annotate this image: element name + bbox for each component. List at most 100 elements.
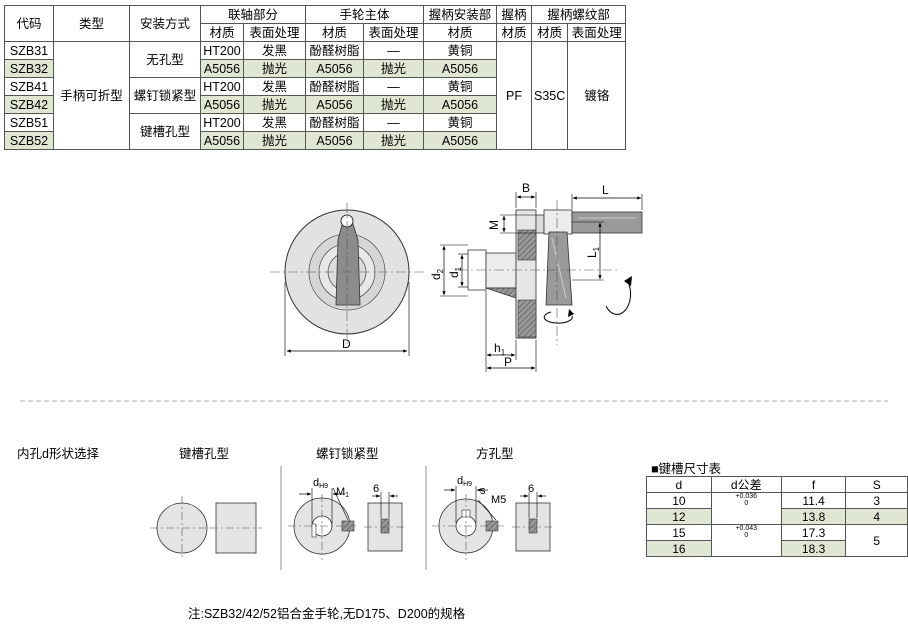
dim-h1: h — [494, 341, 501, 355]
key-hdr-tolerance: d公差 — [710, 476, 782, 493]
cell-code: SZB32 — [4, 59, 54, 78]
cell-body-surface: — — [363, 77, 424, 96]
svg-text:d1: d1 — [447, 266, 463, 278]
dim-six: 6 — [528, 483, 534, 495]
cell-code: SZB31 — [4, 41, 54, 60]
dim-m5: M5 — [491, 494, 506, 506]
key-hdr-s: S — [845, 476, 908, 493]
dim-M: M — [487, 220, 501, 230]
svg-text:d2: d2 — [429, 268, 445, 280]
tol-lower: 0 — [744, 532, 749, 539]
cell-body-surface: — — [363, 41, 424, 60]
cell-code: SZB42 — [4, 95, 54, 114]
table-row: 12 13.8 4 — [646, 508, 908, 525]
hdr-type: 类型 — [53, 5, 130, 42]
key-cell-f: 17.3 — [780, 524, 847, 541]
cell-body-surface: 抛光 — [363, 95, 424, 114]
cell-body-material: A5056 — [305, 131, 364, 150]
bore-setscrew-drawing: dH9 M1 6 — [288, 477, 406, 560]
cell-body-surface: 抛光 — [363, 131, 424, 150]
tol-h9: H9 — [463, 481, 472, 488]
dim-d2-subscript: 2 — [436, 268, 445, 273]
bore-setscrew-label: 螺钉锁紧型 — [316, 447, 379, 461]
cell-coupling-surface: 抛光 — [243, 59, 306, 78]
dim-s: s — [480, 485, 486, 497]
key-cell-f: 11.4 — [780, 492, 847, 509]
handwheel-front-view: D — [270, 203, 424, 356]
bore-title: 内孔d形状选择 — [17, 447, 99, 461]
cell-body-material: A5056 — [305, 95, 364, 114]
cell-body-material: 酚醛树脂 — [305, 41, 364, 60]
svg-text:dH9: dH9 — [313, 477, 328, 490]
svg-text:L1: L1 — [585, 246, 601, 258]
key-cell-d: 12 — [646, 508, 712, 525]
hdr-material: 材质 — [200, 23, 244, 42]
table-row: SZB51 键槽孔型 HT200 发黑 酚醛树脂 — 黄铜 — [4, 113, 626, 150]
dim-D: D — [342, 337, 351, 351]
tol-h9: H9 — [319, 483, 328, 490]
hdr-material: 材质 — [423, 23, 497, 42]
tol-upper: +0.043 — [735, 525, 758, 532]
footnote: 注:SZB32/42/52铝合金手轮,无D175、D200的规格 — [188, 607, 466, 621]
key-cell-f: 18.3 — [780, 540, 847, 557]
dim-d2: d — [429, 273, 443, 280]
dim-d1: d — [447, 271, 461, 278]
key-cell-f: 13.8 — [780, 508, 847, 525]
hdr-handwheel-body: 手轮主体 — [305, 5, 424, 24]
key-hdr-d: d — [646, 476, 712, 493]
table-row: SZB52 A5056 抛光 A5056 抛光 A5056 — [4, 131, 626, 150]
dim-m1-subscript: 1 — [345, 492, 349, 499]
key-hdr-f: f — [780, 476, 847, 493]
key-cell-s: 3 — [845, 492, 908, 509]
hdr-material: 材质 — [305, 23, 364, 42]
cell-thread-surface: 镀铬 — [567, 41, 627, 150]
dim-h1-subscript: 1 — [501, 348, 506, 357]
cell-grip-mount-material: A5056 — [423, 95, 497, 114]
cell-grip-mount-material: A5056 — [423, 131, 497, 150]
key-cell-s: 4 — [845, 508, 908, 525]
svg-text:dH9: dH9 — [457, 475, 472, 488]
dim-d-h9: d — [313, 477, 319, 489]
table-row: SZB31 手柄可折型 无孔型 HT200 发黑 酚醛树脂 — 黄铜 PF S3… — [4, 41, 627, 150]
tol-lower: 0 — [744, 500, 749, 507]
cell-coupling-material: A5056 — [200, 59, 244, 78]
key-table-title: ■键槽尺寸表 — [651, 462, 722, 476]
dim-L: L — [602, 183, 609, 197]
hdr-coupling: 联轴部分 — [200, 5, 306, 24]
cell-code: SZB51 — [4, 113, 54, 132]
handwheel-side-view: B L M L1 d2 d1 h1 P — [429, 181, 643, 372]
dim-m1: M — [336, 486, 345, 498]
cell-coupling-material: A5056 — [200, 95, 244, 114]
key-cell-d: 16 — [646, 540, 712, 557]
bore-keyway-label: 键槽孔型 — [179, 447, 230, 461]
bore-square-label: 方孔型 — [476, 447, 514, 461]
bore-square-drawing: dH9 s M5 6 — [432, 475, 554, 560]
hdr-grip-mount: 握柄安装部 — [423, 5, 497, 24]
spec-table: 代码 类型 安装方式 联轴部分 手轮主体 握柄安装部 握柄 握柄螺纹部 材质 表… — [4, 5, 627, 150]
cell-thread-material: S35C — [530, 41, 569, 150]
cell-mount: 无孔型 — [129, 41, 201, 78]
cell-mount: 键槽孔型 — [129, 113, 201, 150]
cell-coupling-material: HT200 — [200, 113, 244, 132]
dim-B: B — [522, 181, 530, 195]
tol-upper: +0.036 — [735, 493, 758, 500]
dim-d1-subscript: 1 — [454, 266, 463, 271]
table-row: SZB32 A5056 抛光 A5056 抛光 A5056 — [4, 59, 626, 78]
hdr-grip-thread: 握柄螺纹部 — [530, 5, 627, 24]
table-row: 16 18.3 — [646, 540, 908, 557]
hdr-surface: 表面处理 — [567, 23, 627, 42]
svg-text:M1: M1 — [336, 486, 349, 499]
cell-coupling-surface: 发黑 — [243, 113, 306, 132]
dim-L1-subscript: 1 — [592, 246, 601, 251]
table-row: SZB42 A5056 抛光 A5056 抛光 A5056 — [4, 95, 626, 114]
cell-type: 手柄可折型 — [53, 41, 130, 150]
dim-L1: L — [585, 251, 599, 258]
svg-text:h1: h1 — [494, 341, 506, 357]
hdr-code: 代码 — [4, 5, 54, 42]
cell-coupling-surface: 抛光 — [243, 95, 306, 114]
